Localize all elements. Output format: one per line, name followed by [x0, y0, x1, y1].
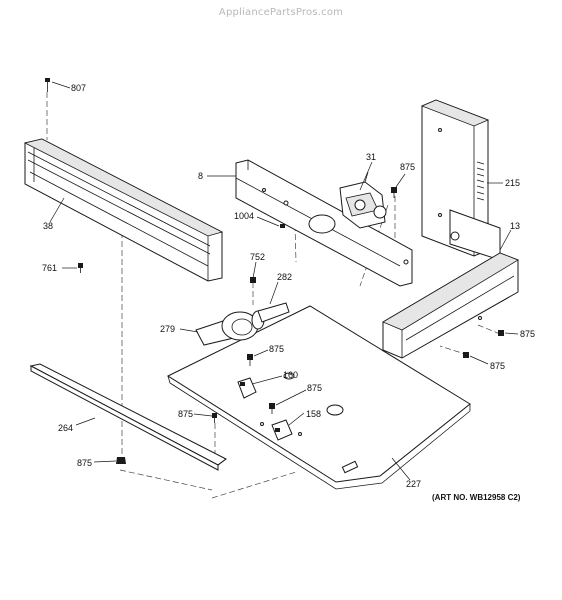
leader-lines	[49, 81, 519, 481]
callout-875-right-upper: 875	[520, 329, 536, 339]
screw-875-lower-left	[116, 457, 126, 464]
callout-279: 279	[160, 324, 176, 334]
callout-875-center-c: 875	[178, 409, 194, 419]
callout-38: 38	[43, 221, 54, 231]
part-279-duct	[195, 302, 290, 346]
art-number: (ART NO. WB12958 C2)	[432, 493, 521, 502]
callout-13: 13	[510, 221, 521, 231]
screw-875-right-upper	[498, 330, 504, 336]
callout-875-center-b: 875	[307, 383, 323, 393]
callout-875-right-lower: 875	[490, 361, 506, 371]
part-158-bracket	[271, 419, 293, 441]
screw-752	[250, 277, 256, 283]
part-227-bottom-panel	[166, 305, 471, 490]
callout-1004: 1004	[234, 211, 255, 221]
callout-31: 31	[366, 152, 377, 162]
screw-875-center-b	[269, 403, 275, 414]
vent-slots	[476, 161, 485, 201]
callout-807: 807	[71, 83, 87, 93]
screw-807	[45, 78, 50, 92]
part-13-housing	[382, 209, 519, 359]
callout-282: 282	[277, 272, 293, 282]
callout-8: 8	[198, 171, 204, 181]
screw-761	[78, 263, 83, 273]
callout-752: 752	[250, 252, 266, 262]
screw-875-top	[391, 187, 397, 198]
part-264-front-rail	[29, 363, 227, 471]
part-38-front-trim	[23, 138, 224, 282]
callout-875-lower-left: 875	[77, 458, 93, 468]
callout-264: 264	[58, 423, 74, 433]
screw-1004	[280, 224, 285, 228]
watermark: AppliancePartsPros.com	[218, 7, 344, 18]
screw-875-center-a	[247, 354, 253, 366]
part-8-bracket	[235, 159, 413, 287]
callout-761: 761	[42, 263, 58, 273]
callout-875-center-a: 875	[269, 344, 285, 354]
callout-215: 215	[505, 178, 521, 188]
part-31-component	[339, 171, 387, 229]
callout-158: 158	[306, 409, 322, 419]
screw-875-right-lower	[463, 352, 469, 358]
callout-227: 227	[406, 479, 422, 489]
screw-875-center-c	[212, 413, 217, 423]
part-160-bracket	[237, 377, 257, 399]
callout-875-top: 875	[400, 162, 416, 172]
callout-160: 160	[283, 370, 299, 380]
